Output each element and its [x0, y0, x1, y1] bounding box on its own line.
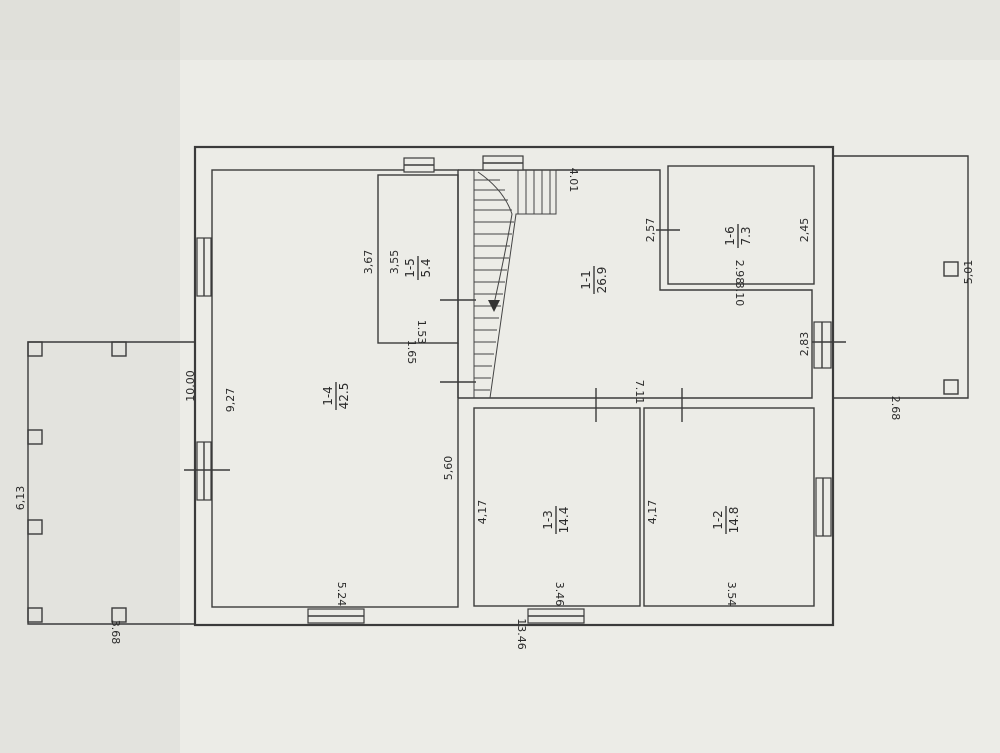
porch-post: [943, 379, 959, 395]
dim-label: 4,17: [476, 500, 489, 525]
porch-post: [943, 261, 959, 277]
room-id: 1-5: [403, 258, 417, 278]
dim-overall-width: 10.00: [184, 370, 197, 402]
dim-label: 9,27: [224, 388, 237, 413]
room-id: 1-4: [321, 386, 335, 406]
dim-label: 7.11: [633, 380, 646, 405]
porch-post: [27, 341, 43, 357]
room-labels: 1-4 42.5 1-5 5.4 1-1 26.9 1-6 7.3 1-3 14…: [321, 224, 753, 534]
stair-arrow-icon: [488, 300, 500, 312]
porch-post: [27, 519, 43, 535]
windows: [196, 155, 832, 624]
porch-post: [111, 341, 127, 357]
dimension-labels: 10.00 9,27 5.24 5,60 3,67 3,55 1.53 1.65…: [14, 168, 975, 650]
dim-label: 4.01: [567, 168, 580, 193]
right-porch-outline: [833, 155, 969, 399]
dim-label: 3.54: [725, 582, 738, 607]
dim-label: 3.46: [553, 582, 566, 607]
dim-label: 1.65: [405, 340, 418, 365]
porch-post: [27, 429, 43, 445]
staircase: [473, 169, 557, 399]
room-id: 1-1: [579, 270, 593, 290]
dim-label: 4,17: [646, 500, 659, 525]
room-1-6-label: 1-6 7.3: [723, 224, 753, 248]
dim-label: 5.24: [335, 582, 348, 607]
dim-label: 2,83: [798, 332, 811, 357]
dim-label: 2.98: [733, 260, 746, 285]
dim-label: 3.10: [733, 282, 746, 307]
room-area: 42.5: [337, 383, 351, 410]
room-id: 1-6: [723, 226, 737, 246]
dim-label: 3,55: [388, 250, 401, 275]
room-area: 26.9: [595, 267, 609, 294]
stair-outline: [473, 169, 557, 399]
dim-label: 2,45: [798, 218, 811, 243]
room-1-2-label: 1-2 14.8: [711, 506, 741, 534]
dim-label: 5,01: [962, 260, 975, 285]
dim-label: 5,60: [442, 456, 455, 481]
dim-label: 3,67: [362, 250, 375, 275]
room-1-3-outline: [473, 407, 641, 607]
room-area: 7.3: [739, 226, 753, 245]
room-1-3-label: 1-3 14.4: [541, 506, 571, 534]
porch-post: [111, 607, 127, 623]
stair-walkline: [477, 171, 513, 305]
right-porch: [833, 155, 969, 399]
dim-label: 1.53: [415, 320, 428, 345]
door-marks: [184, 229, 846, 471]
left-porch: [27, 341, 195, 625]
stair-treads-left: [474, 179, 514, 391]
room-1-6-outline: [667, 165, 815, 285]
house-outer-wall: [193, 145, 835, 627]
dim-overall-length: 13.46: [515, 618, 528, 650]
room-id: 1-2: [711, 510, 725, 530]
paper-shadow-top: [0, 0, 1000, 60]
room-id: 1-3: [541, 510, 555, 530]
paper-shadow-left: [0, 0, 180, 753]
dim-label: 2,57: [644, 218, 657, 243]
dim-label: 2.68: [889, 396, 902, 421]
stair-treads-top: [517, 170, 551, 214]
room-1-5-label: 1-5 5.4: [403, 256, 433, 280]
room-area: 14.8: [727, 507, 741, 534]
room-1-5-outline: [377, 174, 459, 344]
room-1-4-label: 1-4 42.5: [321, 382, 351, 410]
dim-label: 3.68: [109, 620, 122, 645]
porch-post: [27, 607, 43, 623]
room-1-1-outline: [458, 169, 813, 399]
room-1-2-outline: [643, 407, 815, 607]
room-area: 14.4: [557, 507, 571, 534]
room-area: 5.4: [419, 258, 433, 277]
dim-label: 6,13: [14, 486, 27, 511]
room-1-1-label: 1-1 26.9: [579, 266, 609, 294]
house-walls: [193, 145, 835, 627]
